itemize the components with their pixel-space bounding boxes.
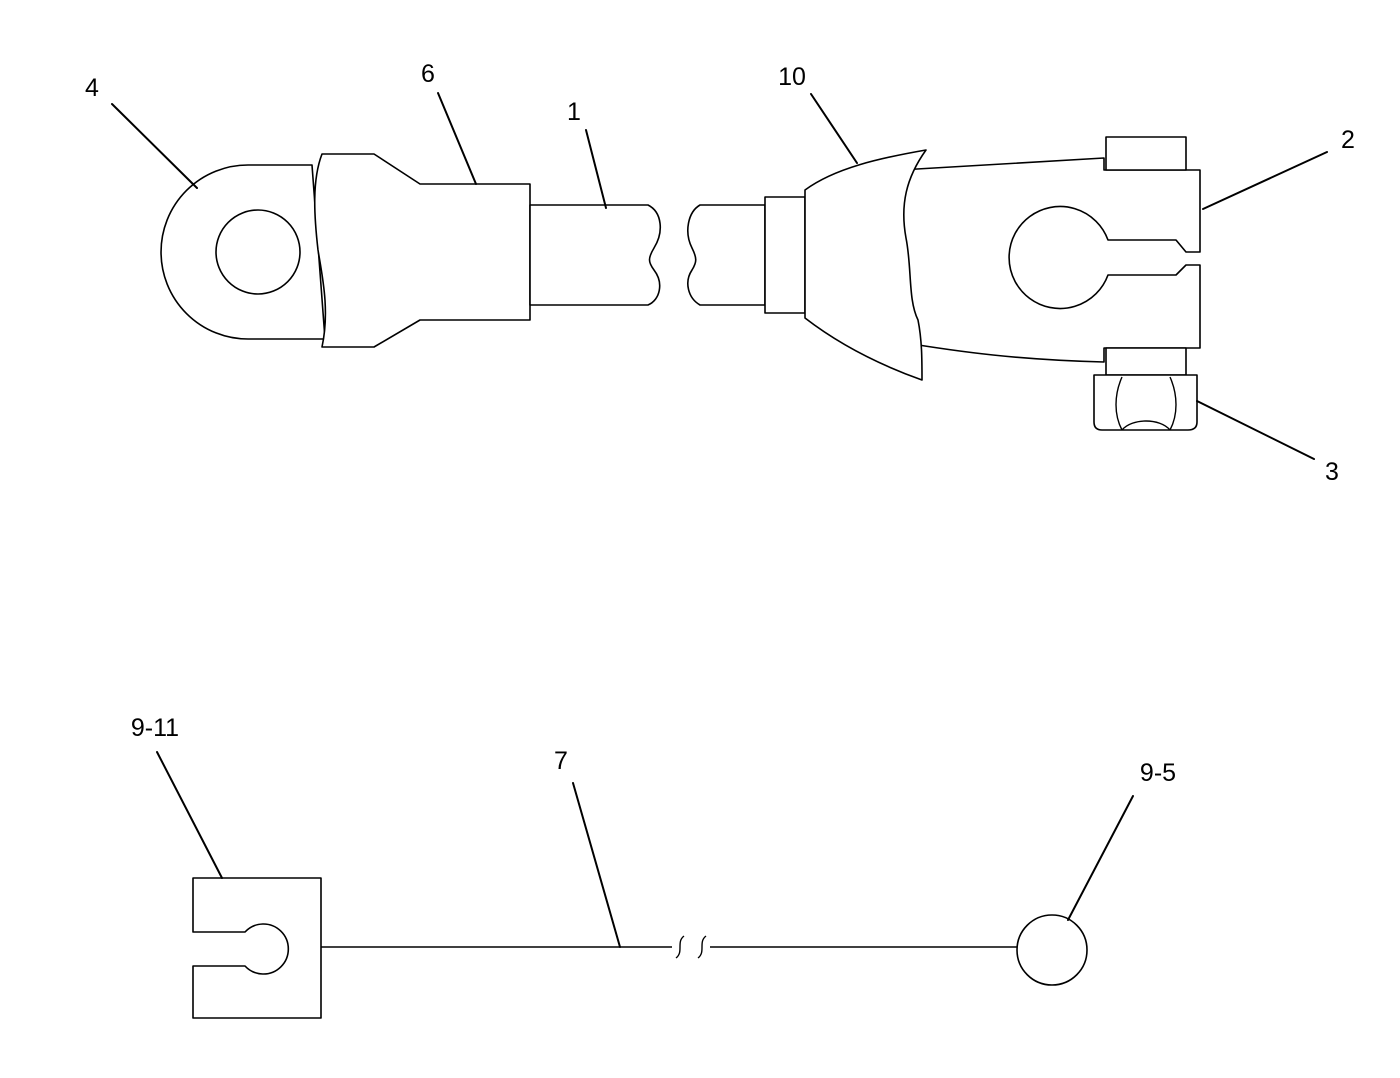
callout-9-5: 9-5 xyxy=(1140,759,1176,787)
cable-right-segment xyxy=(687,204,766,306)
callout-10: 10 xyxy=(778,63,806,91)
callout-3: 3 xyxy=(1325,458,1339,486)
callout-7: 7 xyxy=(554,747,568,775)
spade-terminal xyxy=(192,877,322,1019)
leader-3 xyxy=(1196,400,1315,460)
callout-labels: 4 6 1 10 2 3 9-11 7 9-5 xyxy=(85,60,1355,787)
callout-2: 2 xyxy=(1341,126,1355,154)
ring-terminal xyxy=(160,164,326,340)
callout-1: 1 xyxy=(567,98,581,126)
clamp-bolt-head xyxy=(1105,136,1187,171)
wire-break-mark xyxy=(675,935,685,959)
clamp-bolt-shank xyxy=(1105,347,1187,376)
leader-9-11 xyxy=(156,751,223,879)
callout-6: 6 xyxy=(421,60,435,88)
wire-break-mark xyxy=(697,935,707,959)
ring-terminal-hole xyxy=(215,209,301,295)
terminal-sleeve xyxy=(313,153,531,348)
leader-6 xyxy=(437,92,477,185)
callout-9-11: 9-11 xyxy=(131,714,179,742)
leader-10 xyxy=(810,93,858,164)
cable-ferrule xyxy=(764,196,806,314)
wire xyxy=(321,935,1018,959)
leader-7 xyxy=(572,782,621,948)
clamp-terminal xyxy=(899,136,1201,376)
leader-9-5 xyxy=(1067,795,1134,921)
clamp-nut xyxy=(1093,374,1198,431)
cable-left-segment xyxy=(529,204,661,306)
leader-1 xyxy=(585,129,607,209)
cable-boot xyxy=(804,149,927,381)
callout-4: 4 xyxy=(85,74,99,102)
leader-lines xyxy=(111,92,1328,948)
round-terminal xyxy=(1016,914,1088,986)
leader-2 xyxy=(1202,151,1328,210)
leader-4 xyxy=(111,103,198,189)
